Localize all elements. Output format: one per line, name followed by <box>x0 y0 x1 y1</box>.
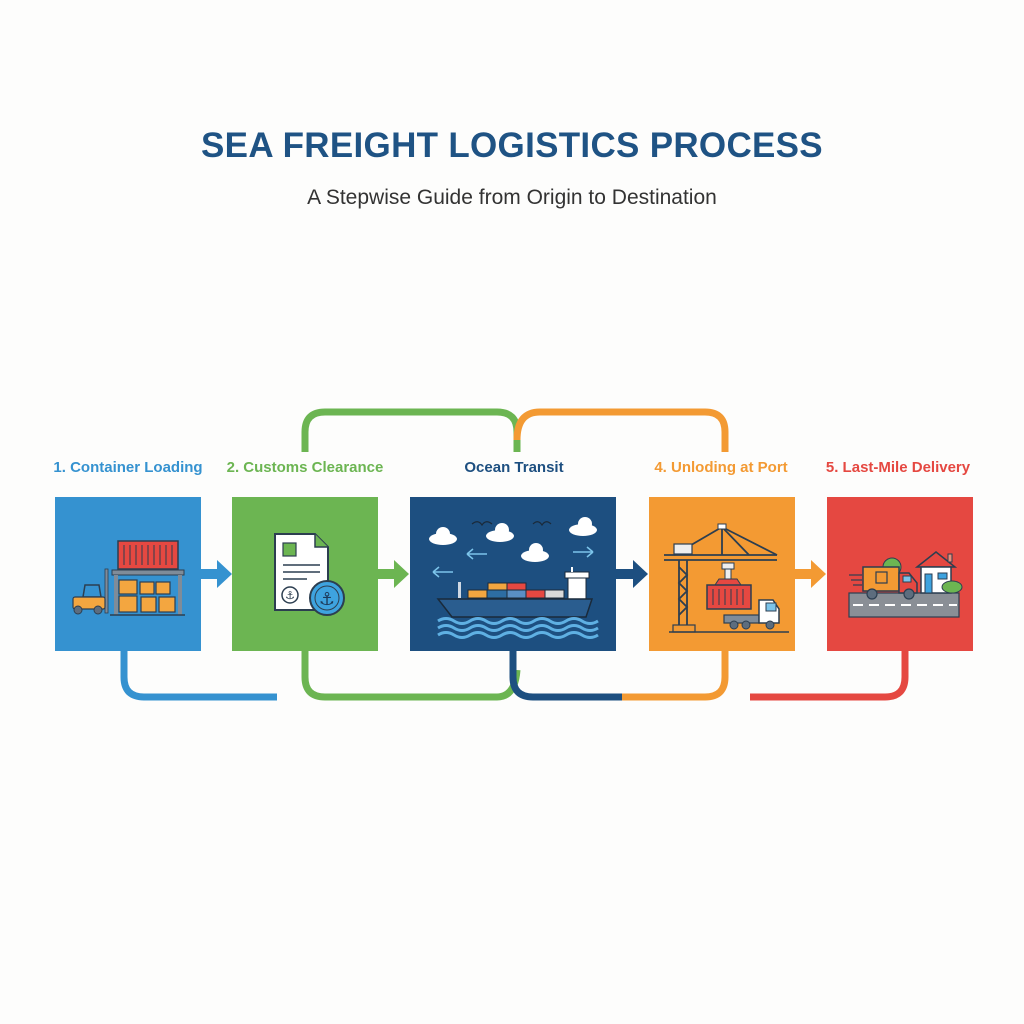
step-1-label: 1. Container Loading <box>53 459 203 476</box>
page-title: SEA FREIGHT LOGISTICS PROCESS <box>201 126 823 165</box>
customs-document-anchor-stamp-icon: ⚓ ⚓ <box>274 533 345 616</box>
step-3-label: Ocean Transit <box>464 459 564 476</box>
arrow-right-icon <box>795 560 826 588</box>
arrow-right-icon <box>201 560 232 588</box>
page-subtitle: A Stepwise Guide from Origin to Destinat… <box>307 186 717 209</box>
step-4-label: 4. Unloding at Port <box>654 459 788 476</box>
step-2-box: ⚓ ⚓ <box>232 497 378 651</box>
svg-text:⚓: ⚓ <box>285 590 295 602</box>
step-3-box <box>410 497 616 651</box>
arrow-right-icon <box>616 560 648 588</box>
step-5-box <box>827 497 973 651</box>
arrow-right-icon <box>378 560 409 588</box>
step-1-box <box>55 497 201 651</box>
svg-text:⚓: ⚓ <box>319 589 335 609</box>
step-2-label: 2. Customs Clearance <box>226 459 384 476</box>
step-5-label: 5. Last-Mile Delivery <box>825 459 971 476</box>
step-4-box <box>649 497 795 651</box>
container-ship-ocean-icon <box>429 517 599 639</box>
port-crane-truck-icon <box>664 523 789 633</box>
forklift-container-warehouse-icon <box>72 540 185 616</box>
delivery-truck-house-icon <box>848 551 963 618</box>
